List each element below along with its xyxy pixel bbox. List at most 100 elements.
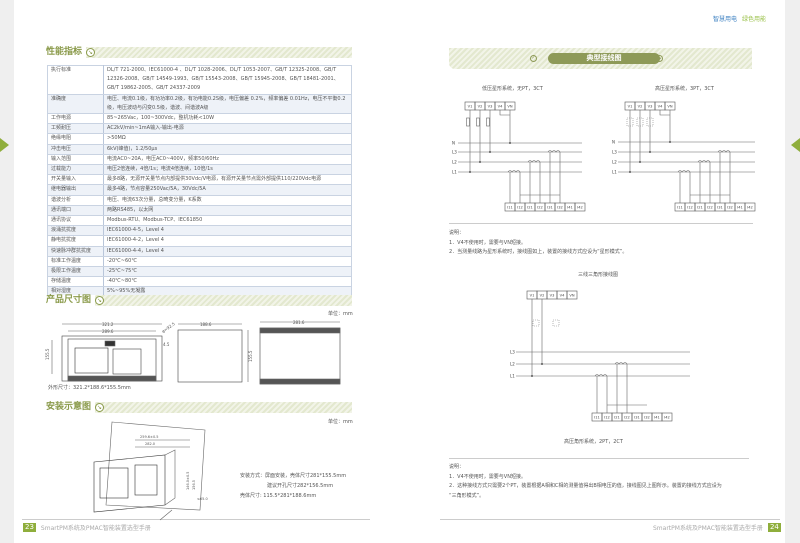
page-number: 24 — [767, 523, 781, 532]
left-gutter — [0, 0, 14, 543]
terminal-label: V1 — [530, 294, 535, 298]
dim-angle: φ=92.5 — [161, 321, 176, 334]
line-label: L2 — [452, 160, 457, 165]
line-label: L2 — [612, 160, 617, 165]
install-dim-a: 259.6±0.5 — [140, 435, 159, 439]
line-label: L1 — [612, 170, 617, 175]
terminal-label: I11 — [507, 206, 513, 210]
install-dim-c: 146.0±0.5 — [186, 471, 190, 490]
footer-left: 23 SmartPM系统及PMAC智能装置选型手册 — [23, 523, 151, 532]
footer-title: SmartPM系统及PMAC智能装置选型手册 — [40, 525, 151, 532]
dim-depth-top: 281.6 — [293, 320, 305, 325]
terminal-label: I12 — [687, 206, 693, 210]
diagram1-title: 低压星形系统，无PT，3CT — [482, 86, 543, 92]
install-unit-label: 单位：mm — [328, 419, 353, 425]
check-icon: ✓ — [530, 55, 537, 62]
terminal-label: I12 — [604, 416, 610, 420]
footer-divider — [22, 519, 370, 520]
diagram2-title: 高压星形系统，3PT，3CT — [655, 86, 714, 92]
spec-value: 电压、电流0.1级，有功功率0.2级，有功电能0.2S级，电压偏差 0.2%，频… — [103, 93, 352, 115]
header-brand: 智慧用电 绿色用能 — [713, 14, 766, 23]
diagram3-title: 三线三角形接线图 — [578, 272, 619, 278]
arrow-icon: ↘ — [656, 55, 663, 62]
terminal-label: VN — [569, 294, 574, 298]
section-title: 性能指标 — [46, 47, 87, 58]
right-gutter — [785, 0, 800, 543]
outline-dims: 外形尺寸：321.2*188.6*155.5mm — [48, 385, 131, 391]
terminal-label: V1 — [468, 105, 473, 109]
install-notes: 安装方式：屏面安装，壳体尺寸281*155.5mm 建议开孔尺寸282*156.… — [240, 471, 346, 501]
terminal-label: I42 — [577, 206, 583, 210]
terminal-label: I41 — [654, 416, 660, 420]
terminal-label: I31 — [547, 206, 553, 210]
spec-row: 准确度电压、电流0.1级，有功功率0.2级，有功电能0.2S级，电压偏差 0.2… — [47, 93, 352, 115]
line-label: L1 — [510, 374, 515, 379]
install-dim-b: 282.0 — [145, 442, 155, 446]
note1: 说明： 1．V4不使用时，需要与VN短接。 2．当测量线路为星形系统时，接线图如… — [449, 229, 627, 258]
page-number: 23 — [23, 523, 36, 532]
terminal-label: I31 — [634, 416, 640, 420]
diagram3-caption: 高压角形系统，2PT，2CT — [564, 439, 623, 445]
terminal-label: V4 — [560, 294, 565, 298]
terminal-label: I42 — [747, 206, 753, 210]
voltage-terminals: V1 V2 V3 V4 VN — [526, 290, 578, 300]
section-spec-header: 性能指标↘ — [46, 47, 352, 58]
section-dim-header: 产品尺寸图↘ — [46, 295, 352, 306]
terminal-label: V4 — [498, 105, 503, 109]
divider — [449, 458, 749, 459]
terminal-label: V2 — [478, 105, 483, 109]
prev-page-arrow[interactable] — [0, 138, 9, 152]
line-label: L1 — [452, 170, 457, 175]
terminal-label: I41 — [737, 206, 743, 210]
line-label: L3 — [452, 150, 457, 155]
terminal-label: I22 — [707, 206, 713, 210]
next-page-arrow[interactable] — [791, 138, 800, 152]
install-cutout: 建议开孔尺寸282*156.5mm — [267, 483, 334, 489]
wiring-title: 典型接线图 — [548, 53, 660, 64]
terminal-label: V1 — [628, 105, 633, 109]
top-view-drawing: 281.6 — [259, 320, 341, 385]
note-title: 说明： — [449, 464, 465, 470]
note-title: 说明： — [449, 230, 465, 236]
terminal-label: V3 — [550, 294, 555, 298]
note2: 说明： 1．V4不使用时，需要与VN短接。 2．这种接线方式只需要2个PT，装置… — [449, 463, 749, 501]
terminal-label: I22 — [537, 206, 543, 210]
front-view-drawing: 321.2 289.6 155.5 φ=92.5 4.5 — [45, 321, 176, 382]
terminal-label: I41 — [567, 206, 573, 210]
terminal-label: I32 — [727, 206, 733, 210]
side-view-drawing: 188.6 155.5 — [177, 322, 253, 383]
dim-thickness: 4.5 — [163, 342, 170, 347]
terminal-label: V3 — [488, 105, 493, 109]
terminal-label: I21 — [527, 206, 533, 210]
spec-value: 最多8路，无源开关量节点内部提供30Vdc/V电源，有源开关量节点需外部提供11… — [103, 174, 352, 186]
line-label: L3 — [510, 350, 515, 355]
line-label: N — [452, 141, 455, 146]
dim-depth: 188.6 — [200, 322, 212, 327]
note-item: 2．当测量线路为星形系统时，接线图如上，装置的接线方式应设为“星形模式”。 — [449, 249, 628, 255]
install-dim-e: ≤65.0 — [197, 497, 208, 501]
section-icon: ↘ — [86, 48, 96, 57]
terminal-label: I32 — [644, 416, 650, 420]
note-item: “三角形模式”。 — [449, 492, 485, 499]
note-item: 2．这种接线方式只需要2个PT，装置根据A相和C相的测量值得出B相电压的值，接线… — [449, 483, 722, 489]
line-label: N — [612, 140, 615, 145]
brand-smart: 智慧用电 — [713, 16, 738, 23]
terminal-label: V2 — [540, 294, 545, 298]
dim-side-height: 155.5 — [248, 350, 253, 362]
terminal-label: I11 — [677, 206, 683, 210]
terminal-label: I11 — [594, 416, 600, 420]
footer-divider — [440, 519, 780, 520]
spec-label: 准确度 — [47, 93, 104, 115]
spec-row: 开关量输入最多8路，无源开关量节点内部提供30Vdc/V电源，有源开关量节点需外… — [47, 174, 352, 186]
install-drawing: 259.6±0.5 282.0 146.0±0.5 156.5 ≤65.0 — [93, 421, 208, 521]
install-housing: 壳体尺寸: 115.5*281*188.6mm — [240, 493, 317, 499]
note-item: 1．V4不使用时，需要与VN短接。 — [449, 239, 526, 246]
terminal-label: V3 — [648, 105, 653, 109]
section-title: 产品尺寸图 — [46, 295, 96, 306]
footer-right: SmartPM系统及PMAC智能装置选型手册 24 — [653, 523, 781, 532]
